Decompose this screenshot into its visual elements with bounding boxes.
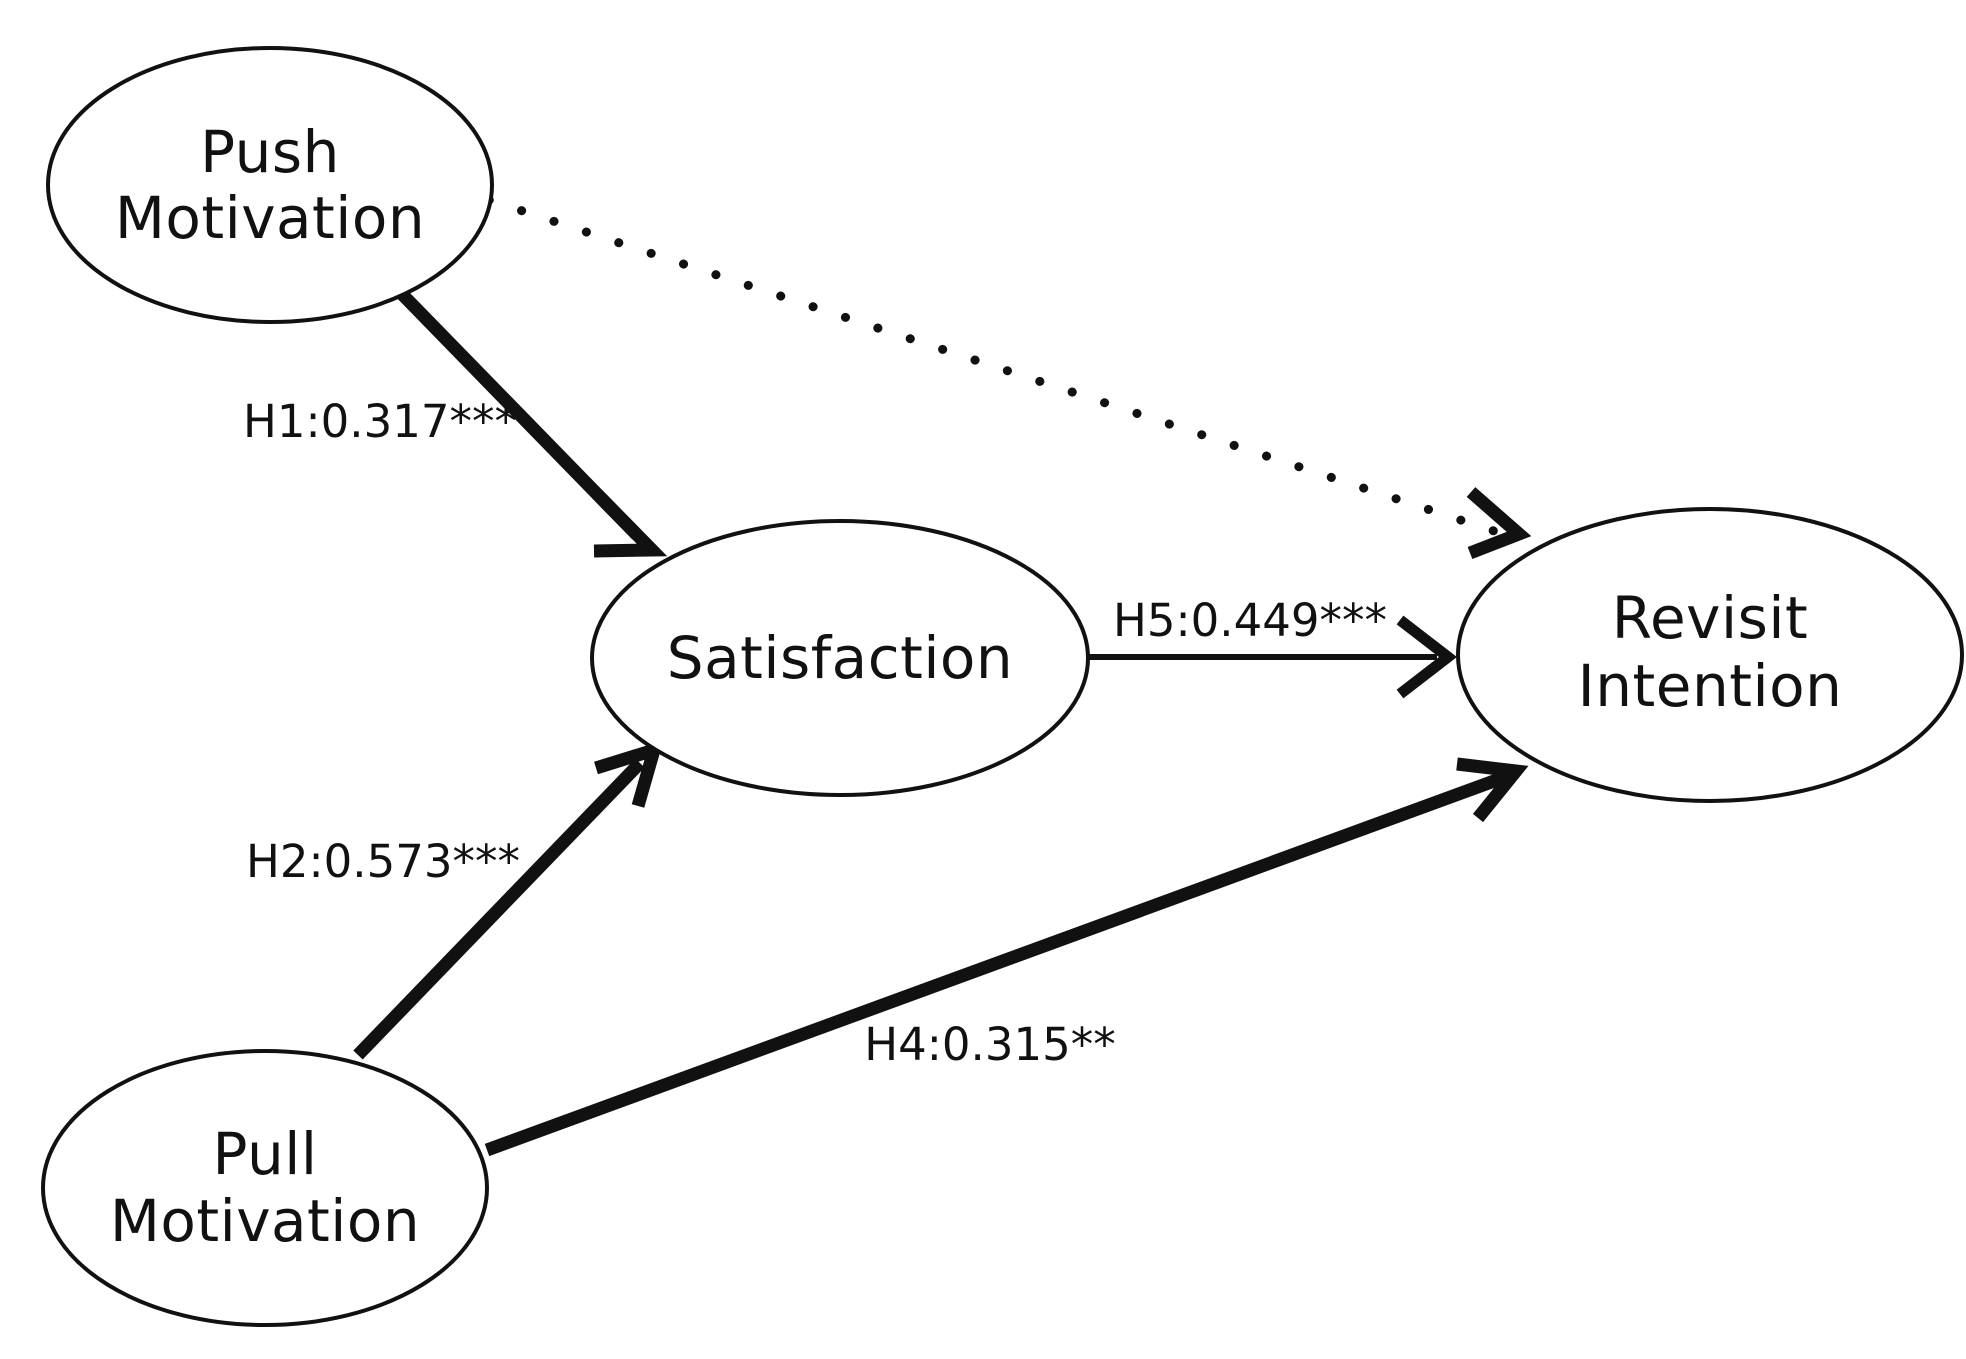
node-revisit-intention-label-line1: Revisit — [1612, 584, 1808, 652]
edge-h4-arrowhead — [1456, 757, 1529, 823]
edge-push-to-revisit-arrowhead — [1466, 487, 1532, 560]
edge-h4-line — [484, 770, 1508, 1157]
edge-push-to-satisfaction — [395, 287, 668, 558]
node-pull-motivation-label-line2: Motivation — [110, 1187, 420, 1255]
edge-h5-label: H5:0.449*** — [1113, 594, 1387, 647]
edge-h1-label: H1:0.317*** — [243, 395, 517, 448]
edge-push-to-revisit-line — [387, 163, 1505, 538]
node-pull-motivation-ellipse — [41, 1049, 489, 1327]
node-pull-motivation-label-line1: Pull — [213, 1120, 318, 1188]
node-revisit-intention-label-line2: Intention — [1578, 652, 1843, 720]
node-revisit-intention[interactable]: Revisit Intention — [1456, 507, 1964, 803]
edge-push-to-revisit-dotted — [387, 163, 1532, 560]
node-push-motivation-ellipse — [46, 46, 494, 324]
edge-h5-arrowhead — [1396, 615, 1458, 699]
node-push-motivation[interactable]: Push Motivation — [46, 46, 494, 324]
edge-h2-line — [353, 758, 645, 1060]
node-revisit-intention-ellipse — [1456, 507, 1964, 803]
node-push-motivation-label-line2: Motivation — [115, 184, 425, 252]
edge-satisfaction-to-revisit — [1087, 615, 1458, 699]
edge-pull-to-satisfaction — [353, 740, 664, 1060]
edge-h1-arrowhead — [592, 489, 668, 558]
edge-pull-to-revisit — [484, 757, 1529, 1157]
node-satisfaction-label: Satisfaction — [667, 624, 1013, 692]
edge-h2-label: H2:0.573*** — [246, 835, 520, 888]
node-push-motivation-label-line1: Push — [200, 118, 340, 186]
node-pull-motivation[interactable]: Pull Motivation — [41, 1049, 489, 1327]
edge-h4-label: H4:0.315** — [864, 1018, 1115, 1071]
node-satisfaction-ellipse — [590, 519, 1090, 797]
node-satisfaction[interactable]: Satisfaction — [590, 519, 1090, 797]
